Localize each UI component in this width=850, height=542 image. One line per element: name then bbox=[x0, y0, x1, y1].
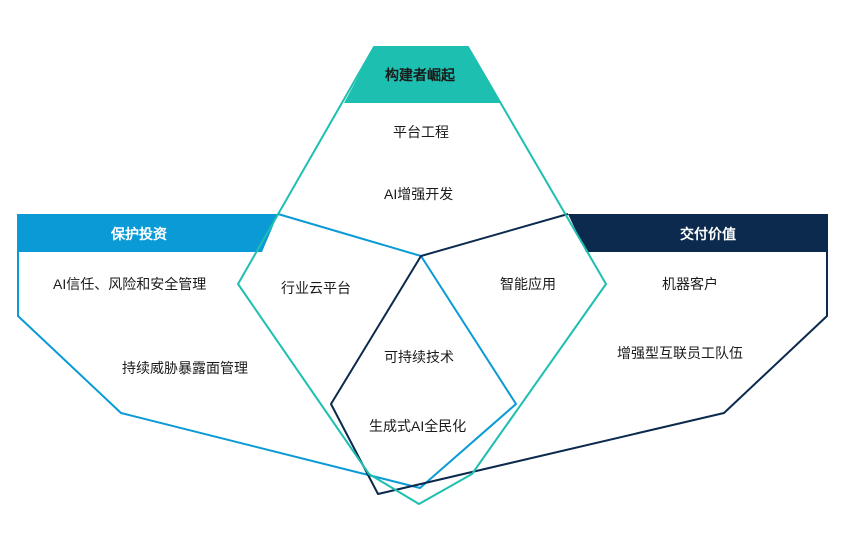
right-header-bar bbox=[568, 214, 827, 252]
center-item-2: 生成式AI全民化 bbox=[369, 418, 467, 434]
top-item-1: 平台工程 bbox=[393, 124, 449, 140]
left-header-label: 保护投资 bbox=[111, 226, 167, 242]
top-shape-outline bbox=[237, 46, 607, 505]
right-header-label: 交付价值 bbox=[680, 226, 736, 242]
right-item-2: 增强型互联员工队伍 bbox=[617, 345, 743, 361]
right-shape-outline bbox=[330, 213, 828, 495]
top-item-2: AI增强开发 bbox=[384, 186, 454, 202]
left-header-bar bbox=[18, 214, 278, 252]
overlap-top-left-label: 行业云平台 bbox=[281, 280, 351, 296]
left-item-2: 持续威胁暴露面管理 bbox=[122, 360, 248, 376]
center-item-1: 可持续技术 bbox=[384, 349, 454, 365]
overlap-top-right-label: 智能应用 bbox=[500, 276, 556, 292]
top-header-label: 构建者崛起 bbox=[385, 67, 455, 83]
top-header-bar bbox=[344, 47, 500, 103]
right-item-1: 机器客户 bbox=[662, 276, 718, 292]
left-item-1: AI信任、风险和安全管理 bbox=[53, 276, 207, 292]
